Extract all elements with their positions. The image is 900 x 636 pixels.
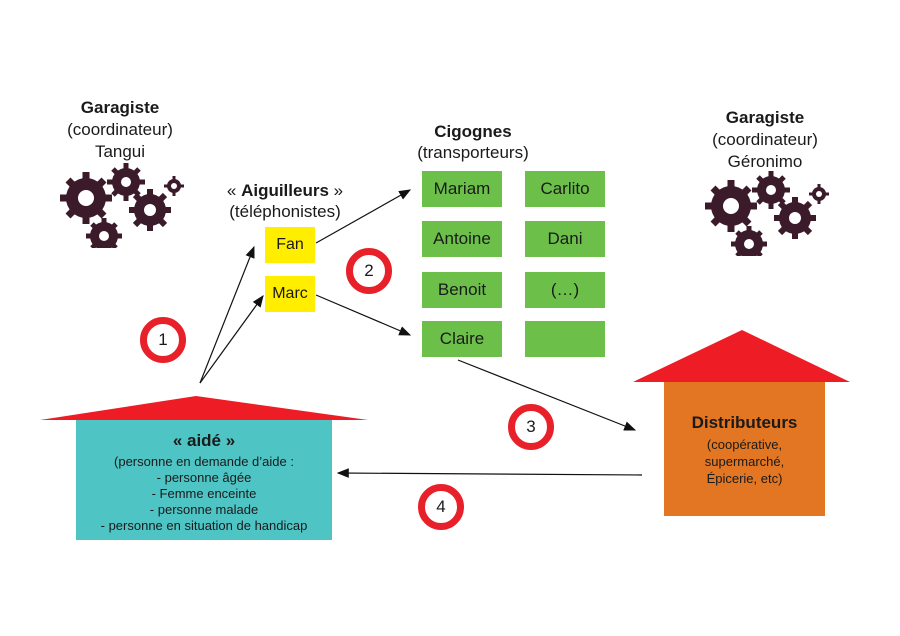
aide-line: - Femme enceinte: [151, 486, 257, 501]
cigogne-carlito: Carlito: [525, 171, 605, 207]
arrow-fan-to-cigognes: [315, 189, 412, 244]
cigogne-claire: Claire: [422, 321, 502, 357]
aide-line: - personne âgée: [156, 470, 252, 485]
gears-icon: [705, 171, 829, 256]
distributeurs-line: (coopérative,: [706, 437, 783, 452]
step-2-marker: 2: [346, 248, 392, 294]
cigogne-mariam: Mariam: [422, 171, 502, 207]
arrow-distributeurs-to-aide: [336, 468, 643, 478]
cigognes-header: Cigognes (transporteurs): [398, 121, 548, 163]
garagiste-right-role: (coordinateur): [712, 130, 818, 149]
cigognes-title: Cigognes: [434, 122, 512, 141]
cigogne-dani: Dani: [525, 221, 605, 257]
step-3-marker: 3: [508, 404, 554, 450]
cigogne-empty: [525, 321, 605, 357]
cigogne-benoit: Benoit: [422, 272, 502, 308]
aiguilleur-fan: Fan: [265, 227, 315, 263]
garagiste-right: Garagiste (coordinateur) Géronimo: [680, 107, 850, 173]
distributeurs-title: Distributeurs: [691, 413, 798, 432]
arrow-marc-to-cigognes: [315, 294, 412, 336]
distributeurs-roof: [633, 330, 850, 382]
garagiste-left: Garagiste (coordinateur) Tangui: [35, 97, 205, 163]
garagiste-left-title: Garagiste: [80, 98, 160, 117]
garagiste-left-name: Tangui: [94, 142, 146, 161]
arrow-aide-to-marc: [199, 295, 264, 384]
garagiste-left-role: (coordinateur): [67, 120, 173, 139]
gears-icon: [60, 163, 184, 248]
arrow-claire-to-distributeurs: [457, 359, 637, 431]
step-1-marker: 1: [140, 317, 186, 363]
aiguilleurs-title: « Aiguilleurs »: [226, 181, 344, 200]
aiguilleur-marc: Marc: [265, 276, 315, 312]
step-4-marker: 4: [418, 484, 464, 530]
aide-line: (personne en demande d’aide :: [114, 454, 294, 469]
arrow-aide-to-fan: [199, 245, 255, 384]
aide-line: - personne en situation de handicap: [100, 518, 308, 533]
aide-roof: [40, 396, 368, 420]
aide-line: - personne malade: [149, 502, 259, 517]
distributeurs-house: Distributeurs (coopérative, supermarché,…: [664, 382, 825, 516]
cigogne-more: (…): [525, 272, 605, 308]
aiguilleurs-header: « Aiguilleurs » (téléphonistes): [205, 180, 365, 222]
garagiste-right-name: Géronimo: [727, 152, 803, 171]
distributeurs-line: Épicerie, etc): [706, 471, 783, 486]
cigognes-subtitle: (transporteurs): [417, 143, 529, 162]
aiguilleurs-subtitle: (téléphonistes): [229, 202, 341, 221]
distributeurs-line: supermarché,: [704, 454, 785, 469]
cigogne-antoine: Antoine: [422, 221, 502, 257]
aide-title: « aidé »: [172, 431, 236, 450]
garagiste-right-title: Garagiste: [725, 108, 805, 127]
aide-house: « aidé » (personne en demande d’aide : -…: [76, 420, 332, 540]
